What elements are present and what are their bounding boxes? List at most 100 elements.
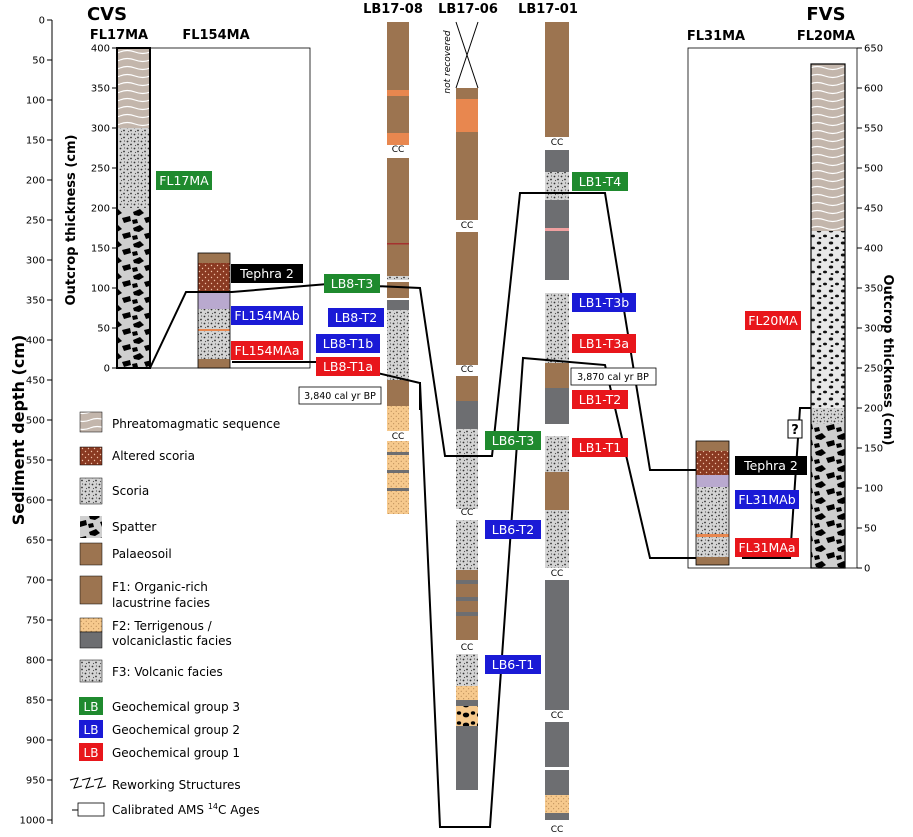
legend-calibrated-icon <box>72 802 105 817</box>
cc-label: CC <box>392 432 405 442</box>
lb6-t3-label-box <box>485 431 541 450</box>
right-thickness-tick-label: 200 <box>864 404 883 415</box>
right-thickness-tick-label: 600 <box>864 84 883 95</box>
lb1-t3b-label-box <box>572 293 636 312</box>
fvs-outcrop-frame <box>687 47 858 569</box>
cc-label: CC <box>461 221 474 231</box>
lb6-t3-label: LB6-T3 <box>492 433 534 448</box>
cc-label: CC <box>461 643 474 653</box>
fl31mab-label-box <box>735 490 799 509</box>
depth-tick-label: 200 <box>26 176 45 187</box>
legend-f2-line1: F2: Terrigenous / <box>112 619 213 633</box>
right-thickness-tick-label: 650 <box>864 44 883 55</box>
legend-swatch-f3 <box>79 659 103 683</box>
cc-label: CC <box>461 365 474 375</box>
fl20ma-label: FL20MA <box>748 313 798 328</box>
legend-swatch-palaeosoil <box>79 542 103 566</box>
legend-badge-group3 <box>79 697 103 715</box>
lb8-t3-label: LB8-T3 <box>331 276 373 291</box>
fl20-link-line <box>742 407 811 559</box>
fl20ma-column <box>810 63 846 569</box>
depth-axis-title: Sediment depth (cm) <box>9 335 28 526</box>
lb1-t4-label: LB1-T4 <box>579 174 621 189</box>
legend-swatch-f2-sand <box>79 617 103 633</box>
question-mark: ? <box>791 423 799 438</box>
legend-f1-line2: lacustrine facies <box>112 596 210 610</box>
legend-swatch-altered <box>79 446 103 466</box>
legend-swatch-f2-gray <box>79 631 103 649</box>
left-thickness-tick-label: 100 <box>91 284 110 295</box>
depth-tick-label: 950 <box>26 776 45 787</box>
legend-swatch-spatter <box>80 516 102 538</box>
depth-tick-label: 800 <box>26 656 45 667</box>
depth-tick-label: 100 <box>26 96 45 107</box>
legend-badge-group2-text: LB <box>84 723 99 737</box>
depth-tick-label: 450 <box>26 376 45 387</box>
fl154-tephra2-label-box <box>231 264 303 283</box>
fl154maa-label: FL154MAa <box>234 343 299 358</box>
fl154ma-column <box>197 252 231 369</box>
legend-scoria: Scoria <box>112 484 149 498</box>
legend-group1: Geochemical group 1 <box>112 746 240 760</box>
legend-swatch-scoria <box>79 477 103 505</box>
depth-tick-label: 900 <box>26 736 45 747</box>
depth-tick-label: 550 <box>26 456 45 467</box>
lb1-t2-label: LB1-T2 <box>579 392 621 407</box>
fl154mab-label-box <box>231 306 303 325</box>
left-thickness-tick-label: 350 <box>91 84 110 95</box>
depth-tick-label: 250 <box>26 216 45 227</box>
lb1706-column <box>455 21 479 790</box>
lb1701-column <box>545 22 569 820</box>
fl20ma-heading: FL20MA <box>797 29 855 44</box>
depth-tick-label: 500 <box>26 416 45 427</box>
right-thickness-tick-label: 150 <box>864 444 883 455</box>
right-thickness-tick-label: 0 <box>864 564 870 575</box>
lb1-t1-label-box <box>572 438 628 457</box>
fl31mab-label: FL31MAb <box>738 492 795 507</box>
lb1-t2-label-box <box>572 390 628 409</box>
fl17ma-column <box>116 47 151 369</box>
lb8-t1b-label-box <box>316 334 380 353</box>
legend-group3: Geochemical group 3 <box>112 700 240 714</box>
lb8-t1b-label: LB8-T1b <box>323 336 373 351</box>
left-thickness-tick-label: 50 <box>97 324 110 335</box>
lb1708-column <box>387 22 409 514</box>
depth-ticks: 0501001502002503003504004505005506006507… <box>20 16 52 827</box>
legend-phreato: Phreatomagmatic sequence <box>112 417 280 431</box>
fl154mab-label: FL154MAb <box>234 308 299 323</box>
left-thickness-tick-label: 200 <box>91 204 110 215</box>
legend-f2-line2: volcaniclastic facies <box>112 634 232 648</box>
left-thickness-tick-label: 300 <box>91 124 110 135</box>
question-box <box>787 419 803 439</box>
lb6-t2-label: LB6-T2 <box>492 522 534 537</box>
cc-label: CC <box>551 711 564 721</box>
depth-tick-label: 0 <box>39 16 45 27</box>
legend-reworking: Reworking Structures <box>112 778 241 792</box>
lb8-t2-label-box <box>328 308 384 327</box>
legend-palaeosoil: Palaeosoil <box>112 547 172 561</box>
date-lb01: 3,870 cal yr BP <box>577 372 649 383</box>
date-box-lb08 <box>298 386 382 405</box>
fl17ma-heading: FL17MA <box>90 28 148 43</box>
legend-swatch-f1 <box>79 575 103 605</box>
date-box-lb01 <box>570 367 657 386</box>
fl31-tephra2-label-box <box>735 456 807 475</box>
date-lb08: 3,840 cal yr BP <box>304 391 376 402</box>
right-thickness-tick-label: 550 <box>864 124 883 135</box>
depth-tick-label: 700 <box>26 576 45 587</box>
lb1-t1-label: LB1-T1 <box>579 440 621 455</box>
right-thickness-title: Outcrop thickness (cm) <box>880 275 895 446</box>
left-thickness-tick-label: 400 <box>91 44 110 55</box>
legend-spatter: Spatter <box>112 520 156 534</box>
depth-tick-label: 650 <box>26 536 45 547</box>
depth-tick-label: 50 <box>32 56 45 67</box>
depth-tick-label: 750 <box>26 616 45 627</box>
not-recovered-label: not recovered <box>443 30 453 93</box>
fvs-heading: FVS <box>806 4 845 25</box>
lb1-t4-label-box <box>572 172 628 191</box>
legend-badge-group1-text: LB <box>84 746 99 760</box>
